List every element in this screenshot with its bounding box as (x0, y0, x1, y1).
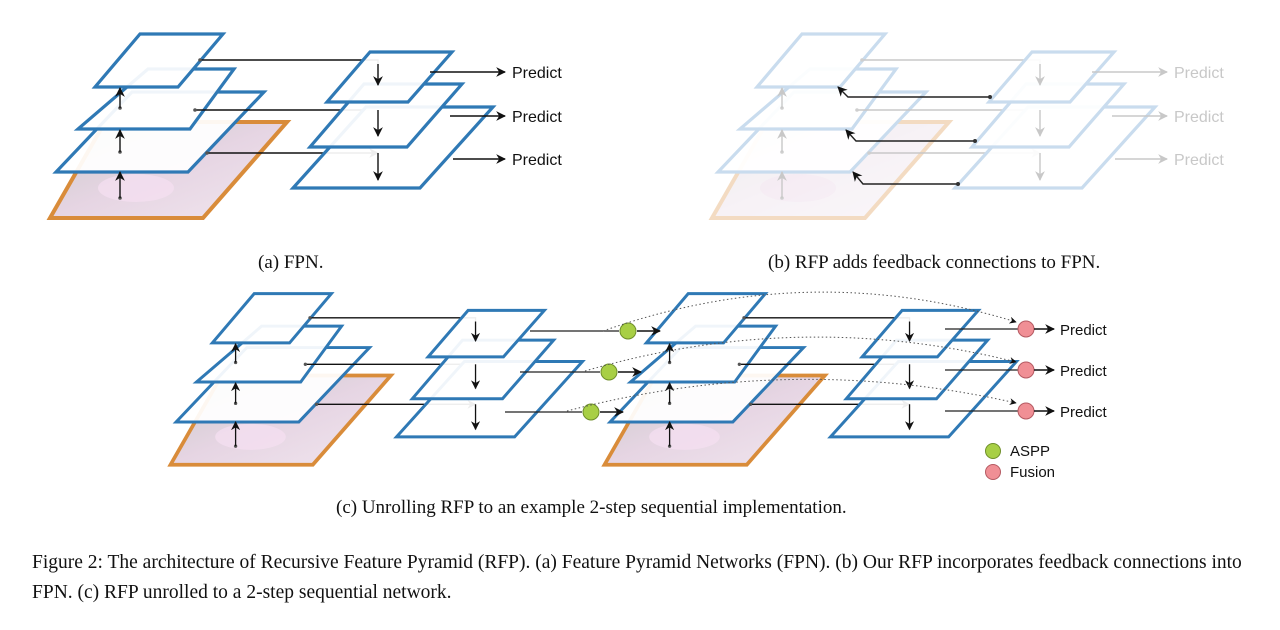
bottom-up-feature-plane (735, 67, 900, 131)
bottom-up-feature-plane (91, 32, 227, 89)
connection-dot (193, 108, 197, 112)
predict-label: Predict (1174, 65, 1224, 82)
aspp-legend-swatch (985, 443, 1001, 459)
bottom-up-feature-plane (52, 90, 268, 174)
image-content (215, 423, 286, 450)
caption-panel-b: (b) RFP adds feedback connections to FPN… (768, 252, 1101, 273)
predict-label: Predict (512, 152, 562, 169)
bottom-up-feature-plane (172, 346, 373, 424)
connection-dot (956, 182, 960, 186)
connection-dot (314, 402, 319, 406)
connection-dot (742, 316, 746, 320)
caption-panel-c: (c) Unrolling RFP to an example 2-step s… (336, 497, 847, 518)
bottom-up-feature-plane (626, 324, 779, 384)
caption-panel-a: (a) FPN. (258, 252, 324, 273)
feedback-arrow (845, 129, 975, 142)
connection-dot (737, 362, 742, 366)
fpn-c-step1 (167, 292, 586, 467)
connection-dot (867, 151, 871, 155)
top-down-feature-plane (409, 338, 557, 401)
connection-dot (198, 58, 202, 62)
top-down-feature-plane (985, 50, 1118, 104)
aspp-node (619, 322, 637, 340)
connection-dot (855, 108, 859, 112)
bottom-up-feature-plane (192, 324, 345, 384)
bottom-up-feature-plane (714, 90, 930, 174)
aspp-node (600, 363, 618, 381)
legend-label: ASPP (1010, 443, 1050, 460)
feedback-arrow (852, 171, 958, 185)
connection-dot (205, 151, 209, 155)
connection-dot (748, 402, 753, 406)
top-down-feature-plane (424, 308, 548, 359)
legend: ASPP Fusion (985, 443, 1055, 481)
connection-dot (973, 139, 977, 143)
predict-label: Predict (1174, 109, 1224, 126)
predict-label: Predict (1060, 322, 1108, 339)
connection-dot (308, 316, 312, 320)
predict-label: Predict (512, 109, 562, 126)
fusion-node (1017, 320, 1035, 338)
predict-label: Predict (1060, 404, 1108, 421)
top-down-feature-plane (306, 82, 466, 149)
image-content (98, 174, 174, 202)
top-down-feature-plane (843, 338, 991, 401)
feedback-arrow (837, 86, 990, 98)
feedback-connections (837, 86, 992, 186)
top-down-feature-plane (968, 82, 1128, 149)
top-down-feature-plane (323, 50, 456, 104)
bottom-up-feature-plane (209, 292, 335, 345)
predict-label: Predict (1060, 363, 1108, 380)
image-content (649, 423, 720, 450)
fusion-node (1017, 361, 1035, 379)
predict-label: Predict (1174, 152, 1224, 169)
connection-dot (988, 95, 992, 99)
legend-label: Fusion (1010, 464, 1055, 481)
image-content (760, 174, 836, 202)
top-down-feature-plane (858, 308, 982, 359)
fusion-legend-swatch (985, 464, 1001, 480)
figure-caption: Figure 2: The architecture of Recursive … (32, 552, 1242, 603)
connection-dot (303, 362, 308, 366)
aspp-node (582, 403, 600, 421)
predict-label: Predict (512, 65, 562, 82)
fusion-node (1017, 402, 1035, 420)
connection-dot (860, 58, 864, 62)
fpn-c-step2 (601, 292, 1020, 467)
bottom-up-feature-plane (73, 67, 238, 131)
bottom-up-feature-plane (606, 346, 807, 424)
skip-connection-arc (584, 336, 1017, 372)
